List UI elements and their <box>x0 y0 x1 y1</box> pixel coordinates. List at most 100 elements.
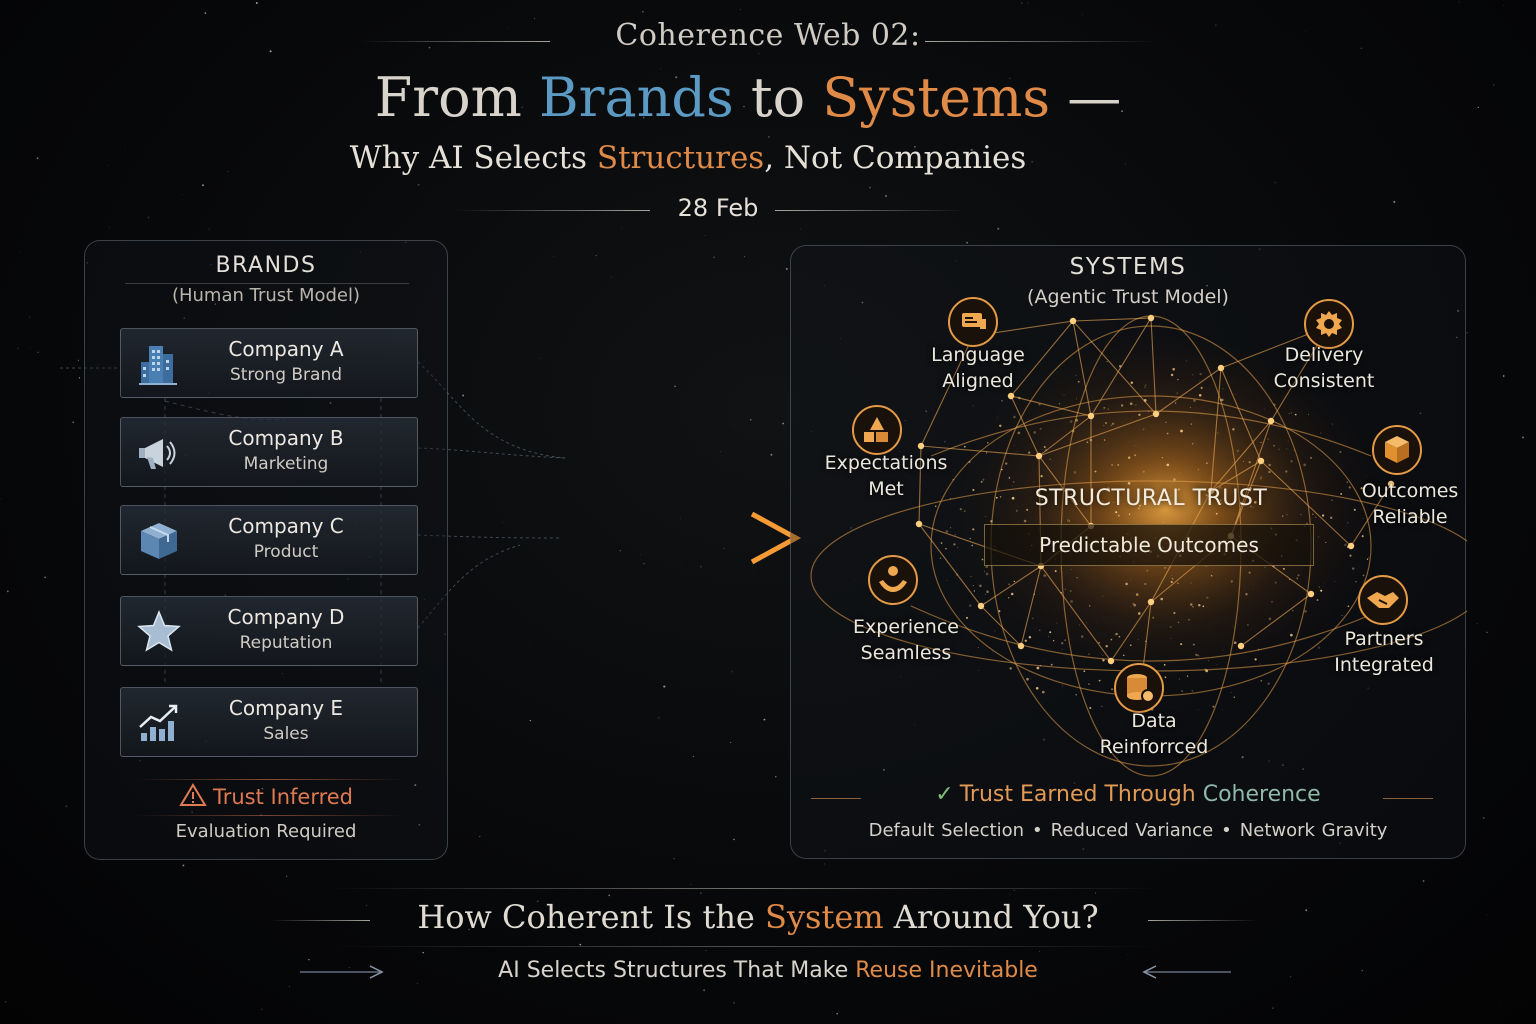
network-spark <box>1347 522 1349 524</box>
network-spark <box>1124 468 1126 470</box>
network-spark <box>1348 486 1351 489</box>
network-spark <box>1264 566 1266 568</box>
network-spark <box>1127 481 1131 485</box>
node-expectations-met: Expectations Met <box>801 450 971 502</box>
network-spark <box>1152 616 1155 619</box>
closing-tagline: AI Selects Structures That Make Reuse In… <box>0 958 1536 983</box>
network-node <box>1069 317 1077 325</box>
network-spark <box>1088 683 1090 685</box>
network-spark <box>1180 643 1183 646</box>
network-spark <box>1233 627 1235 629</box>
network-spark <box>1130 381 1134 385</box>
network-spark <box>1008 477 1011 479</box>
network-spark <box>1264 408 1265 410</box>
divider-line <box>1383 798 1433 799</box>
network-spark <box>1111 463 1114 467</box>
network-spark <box>1350 607 1352 609</box>
network-spark <box>1011 496 1015 500</box>
network-spark <box>971 544 974 547</box>
company-card[interactable]: Company A Strong Brand <box>120 328 418 398</box>
network-spark <box>1039 427 1042 430</box>
trust-inferred-warning: Trust Inferred <box>85 783 447 809</box>
network-spark <box>1290 633 1293 637</box>
network-spark <box>1190 423 1193 425</box>
network-spark <box>964 609 965 611</box>
network-spark <box>1043 445 1046 449</box>
network-spark <box>1130 606 1132 607</box>
network-spark <box>998 610 1001 613</box>
date-label: 28 Feb <box>677 194 759 222</box>
network-spark <box>1212 705 1215 708</box>
network-spark <box>1267 438 1270 441</box>
network-edge <box>1038 413 1157 457</box>
network-spark <box>959 508 962 511</box>
divider-line <box>135 779 405 780</box>
network-spark <box>998 487 1000 489</box>
network-node <box>1152 410 1160 418</box>
network-spark <box>1199 380 1201 382</box>
network-spark <box>1316 599 1319 601</box>
network-spark <box>1219 499 1222 502</box>
network-spark <box>1049 631 1052 634</box>
network-spark <box>1080 635 1084 638</box>
network-node <box>1257 457 1265 465</box>
structural-trust-box: Predictable Outcomes <box>984 524 1314 566</box>
network-spark <box>990 520 993 523</box>
network-spark <box>999 496 1002 498</box>
network-spark <box>934 505 937 507</box>
bullet-separator: • <box>1032 820 1043 841</box>
company-card[interactable]: Company D Reputation <box>120 596 418 666</box>
network-spark <box>1249 505 1253 508</box>
network-spark <box>1197 654 1200 657</box>
network-spark <box>1105 644 1108 648</box>
network-spark <box>1198 393 1202 397</box>
network-spark <box>1041 690 1045 694</box>
network-spark <box>1169 625 1172 628</box>
network-spark <box>1083 670 1086 673</box>
network-spark <box>1017 431 1021 435</box>
systems-heading: SYSTEMS <box>1069 254 1187 280</box>
network-spark <box>1347 605 1350 608</box>
question-text: How Coherent Is the <box>417 898 766 936</box>
network-spark <box>1161 456 1164 459</box>
network-spark <box>1271 600 1273 603</box>
subtitle-structures: Structures <box>596 140 765 176</box>
network-spark <box>1098 641 1101 644</box>
network-spark <box>1355 581 1357 583</box>
network-edge <box>1010 395 1040 457</box>
network-spark <box>1030 678 1032 680</box>
network-spark <box>1362 508 1364 510</box>
network-spark <box>1072 430 1075 433</box>
network-spark <box>1192 606 1194 608</box>
network-spark <box>1013 415 1016 419</box>
network-spark <box>1273 403 1276 406</box>
company-card[interactable]: Company B Marketing <box>120 417 418 487</box>
company-name: Company D <box>227 605 345 629</box>
node-label: Partners <box>1344 628 1424 650</box>
network-spark <box>1135 404 1137 406</box>
network-spark <box>1058 402 1061 405</box>
company-card[interactable]: Company E Sales <box>120 687 418 757</box>
title-text: to <box>733 66 823 129</box>
network-spark <box>1129 402 1133 406</box>
network-spark <box>1181 690 1184 693</box>
network-spark <box>1069 420 1073 423</box>
network-spark <box>1300 514 1302 516</box>
network-spark <box>1353 508 1356 511</box>
network-edge <box>1110 601 1152 662</box>
network-spark <box>1325 541 1327 544</box>
network-spark <box>1200 386 1203 389</box>
company-card[interactable]: Company C Product <box>120 505 418 575</box>
network-spark <box>955 573 959 576</box>
network-spark <box>1268 463 1271 467</box>
network-spark <box>1254 501 1257 504</box>
network-edge <box>1150 317 1157 415</box>
company-name: Company A <box>228 337 344 361</box>
network-spark <box>1048 636 1050 638</box>
network-spark <box>1098 679 1101 682</box>
divider-line <box>775 210 965 211</box>
network-spark <box>1267 682 1270 685</box>
network-spark <box>1191 442 1194 445</box>
network-spark <box>1254 658 1257 661</box>
node-label: Seamless <box>860 642 952 664</box>
